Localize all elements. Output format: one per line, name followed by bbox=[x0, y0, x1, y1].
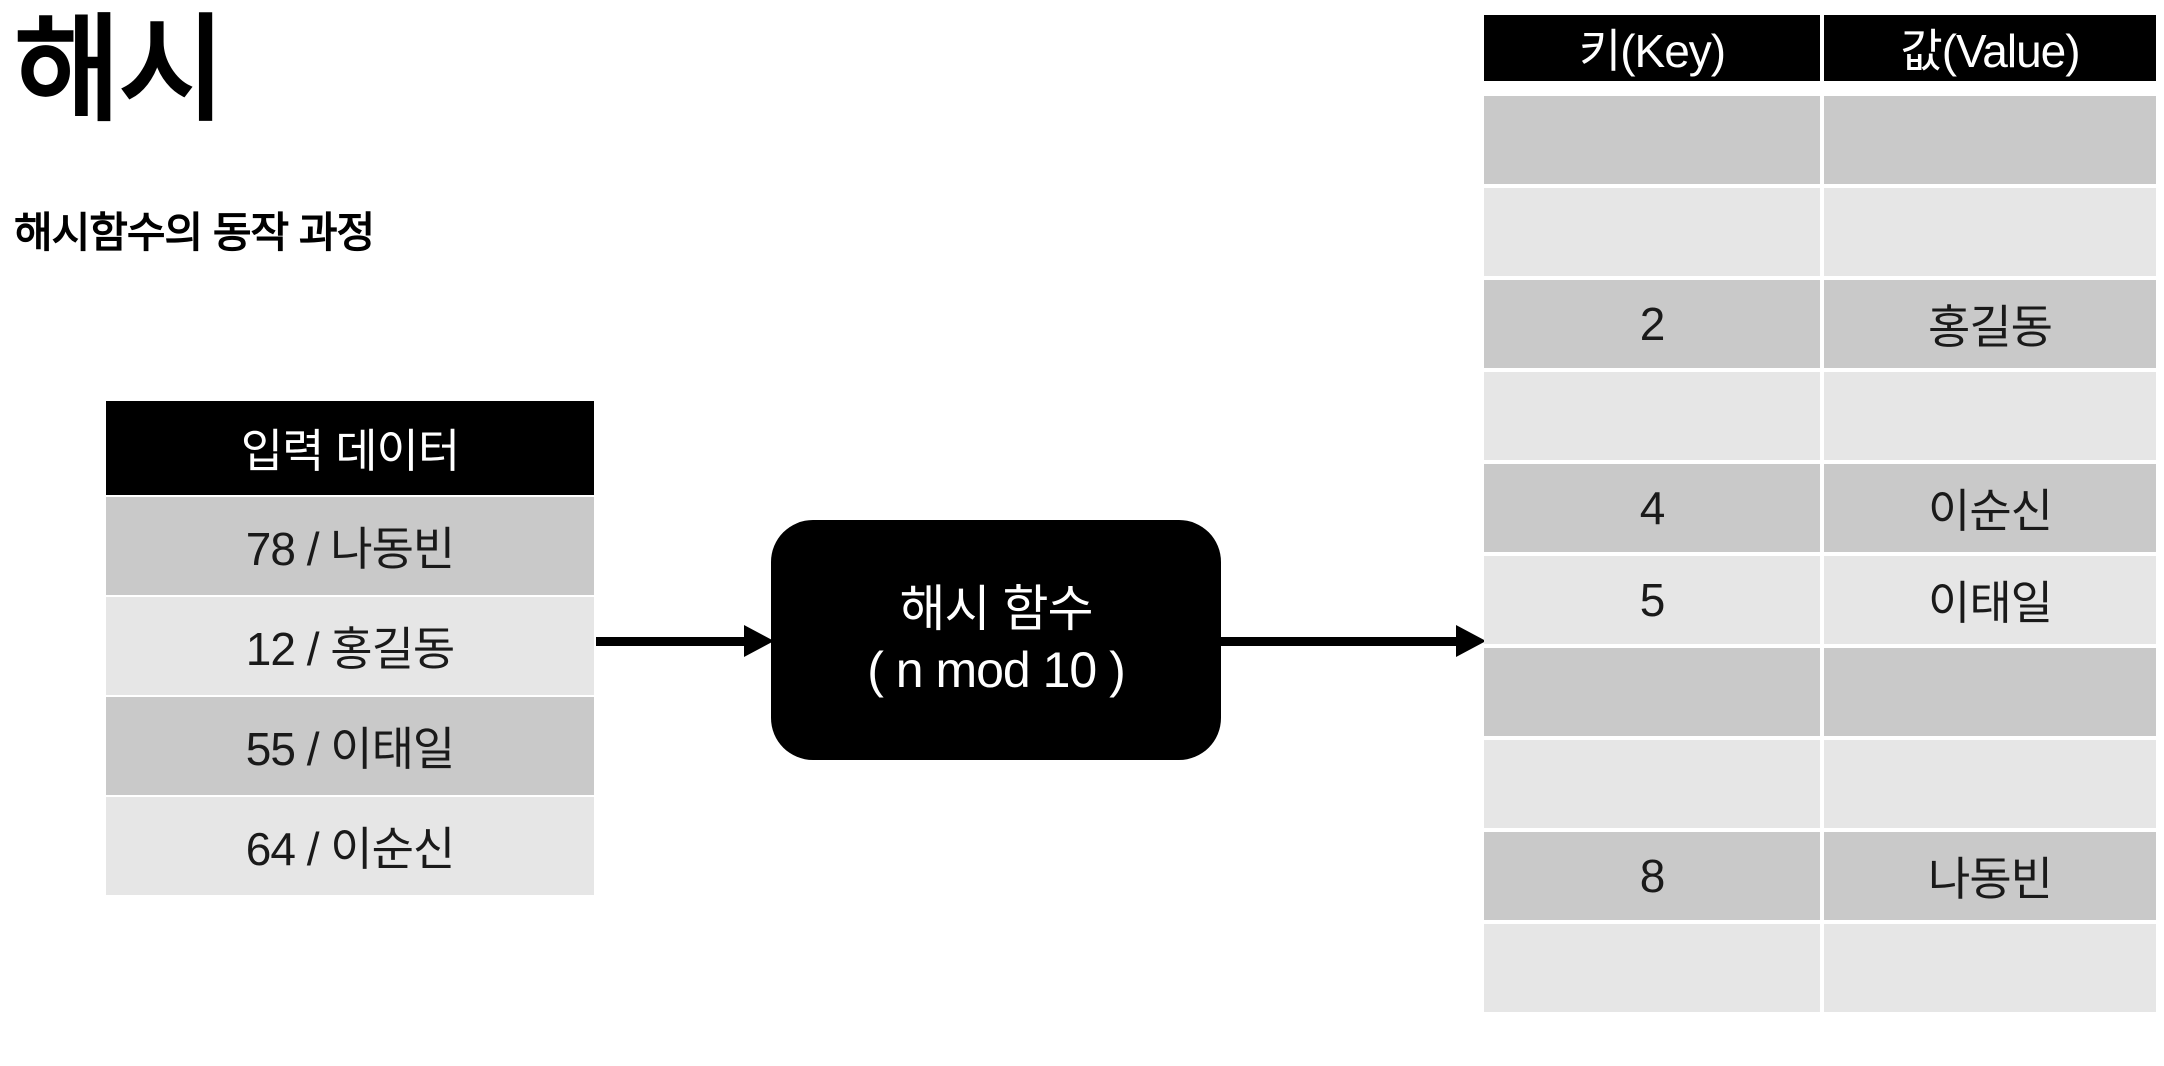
table-row: 55 / 이태일 bbox=[106, 697, 594, 795]
table-row bbox=[1484, 740, 2156, 828]
input-data-cell: 64 / 이순신 bbox=[106, 797, 594, 895]
arrow-right-icon bbox=[1221, 625, 1486, 657]
hash-table-key-cell bbox=[1484, 740, 1820, 828]
table-row bbox=[1484, 188, 2156, 276]
table-row: 12 / 홍길동 bbox=[106, 597, 594, 695]
hash-table-value-cell bbox=[1824, 188, 2156, 276]
hash-table-key-cell bbox=[1484, 96, 1820, 184]
hash-table-value-cell: 나동빈 bbox=[1824, 832, 2156, 920]
hash-table-value-cell bbox=[1824, 96, 2156, 184]
hash-table-header-row: 키(Key) 값(Value) bbox=[1484, 4, 2156, 92]
hash-table-key-cell: 4 bbox=[1484, 464, 1820, 552]
table-row bbox=[1484, 372, 2156, 460]
hash-table-value-cell: 이순신 bbox=[1824, 464, 2156, 552]
table-row: 64 / 이순신 bbox=[106, 797, 594, 895]
hash-function-formula: ( n mod 10 ) bbox=[867, 642, 1126, 698]
table-row: 4 이순신 bbox=[1484, 464, 2156, 552]
input-data-cell: 12 / 홍길동 bbox=[106, 597, 594, 695]
hash-table-value-cell: 홍길동 bbox=[1824, 280, 2156, 368]
hash-table-key-cell: 8 bbox=[1484, 832, 1820, 920]
arrow-right-icon bbox=[596, 625, 774, 657]
table-row bbox=[1484, 96, 2156, 184]
hash-function-name: 해시 함수 bbox=[899, 581, 1094, 637]
input-data-cell: 78 / 나동빈 bbox=[106, 497, 594, 595]
hash-table-header-value: 값(Value) bbox=[1824, 15, 2156, 81]
hash-table-key-cell: 5 bbox=[1484, 556, 1820, 644]
input-data-table-header: 입력 데이터 bbox=[106, 401, 594, 495]
table-row bbox=[1484, 924, 2156, 1012]
hash-table-header-key: 키(Key) bbox=[1484, 15, 1820, 81]
input-data-cell: 55 / 이태일 bbox=[106, 697, 594, 795]
page-subtitle: 해시함수의 동작 과정 bbox=[14, 209, 375, 256]
hash-table-value-cell bbox=[1824, 740, 2156, 828]
hash-table-key-cell bbox=[1484, 188, 1820, 276]
hash-table-value-cell bbox=[1824, 924, 2156, 1012]
hash-function-box: 해시 함수 ( n mod 10 ) bbox=[771, 520, 1221, 760]
arrow-shaft bbox=[1221, 637, 1459, 646]
table-row: 8 나동빈 bbox=[1484, 832, 2156, 920]
hash-table: 키(Key) 값(Value) 2 홍길동 4 이순신 5 이태일 8 나동빈 bbox=[1484, 4, 2156, 1012]
input-data-table: 입력 데이터 78 / 나동빈 12 / 홍길동 55 / 이태일 64 / 이… bbox=[106, 401, 594, 895]
arrow-head bbox=[744, 625, 774, 657]
arrow-head bbox=[1456, 625, 1486, 657]
hash-table-key-cell bbox=[1484, 372, 1820, 460]
arrow-shaft bbox=[596, 637, 748, 646]
hash-table-key-cell bbox=[1484, 924, 1820, 1012]
hash-table-value-cell bbox=[1824, 648, 2156, 736]
hash-table-value-cell bbox=[1824, 372, 2156, 460]
hash-table-key-cell bbox=[1484, 648, 1820, 736]
hash-table-key-cell: 2 bbox=[1484, 280, 1820, 368]
hash-table-value-cell: 이태일 bbox=[1824, 556, 2156, 644]
table-row: 2 홍길동 bbox=[1484, 280, 2156, 368]
page-title: 해시 bbox=[14, 5, 225, 135]
table-row: 78 / 나동빈 bbox=[106, 497, 594, 595]
table-row bbox=[1484, 648, 2156, 736]
table-row: 5 이태일 bbox=[1484, 556, 2156, 644]
